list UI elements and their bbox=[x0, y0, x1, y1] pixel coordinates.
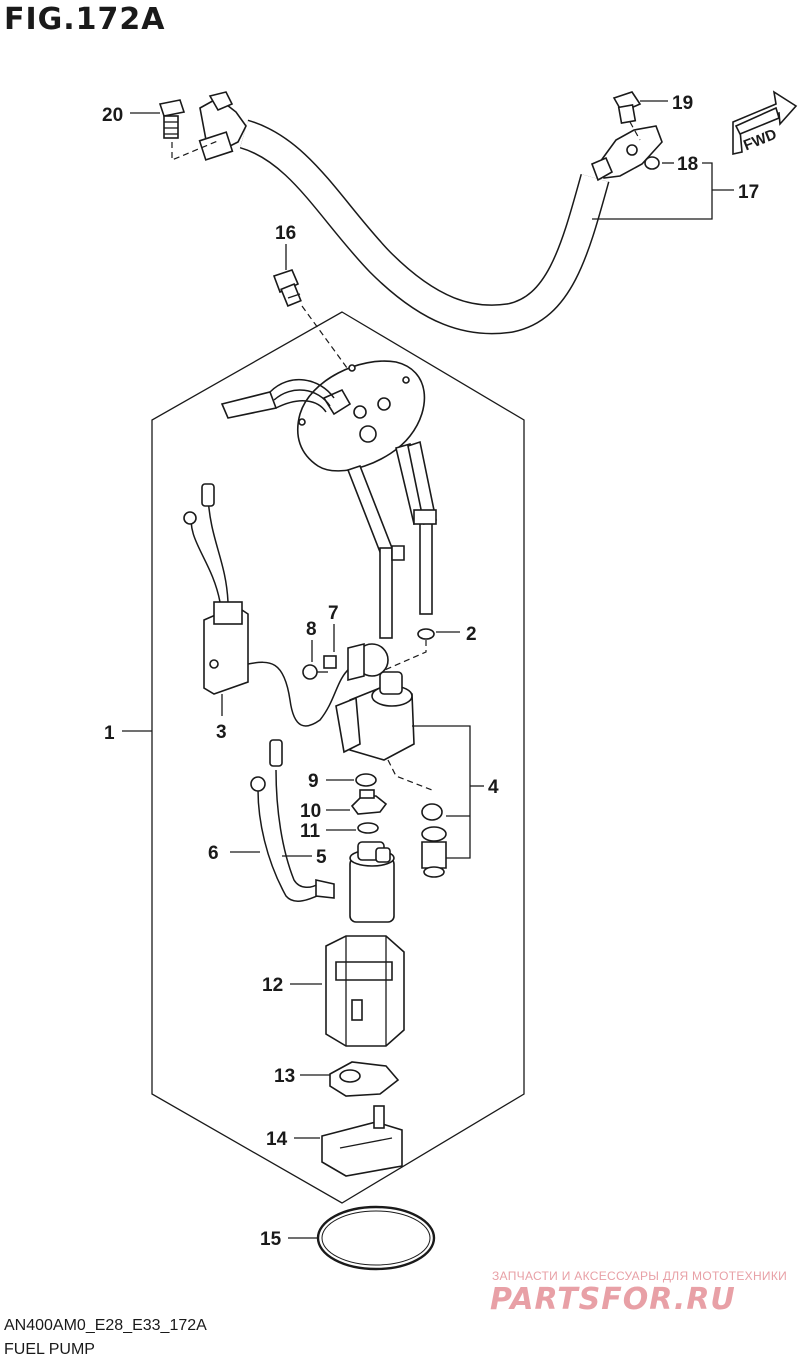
connector-3 bbox=[183, 483, 351, 727]
leader-lines bbox=[122, 100, 734, 1239]
watermark-tagline: ЗАПЧАСТИ И АКСЕССУАРЫ ДЛЯ МОТОТЕХНИКИ bbox=[492, 1269, 788, 1283]
figure-title: FIG.172A bbox=[4, 2, 166, 37]
callout-20: 20 bbox=[102, 105, 123, 126]
callout-2: 2 bbox=[466, 624, 477, 645]
callout-8: 8 bbox=[306, 619, 317, 640]
pump-bracket-12 bbox=[325, 935, 405, 1047]
fwd-arrow-icon: FWD bbox=[732, 90, 798, 155]
callout-13: 13 bbox=[274, 1066, 295, 1087]
fuel-pump-motor bbox=[349, 841, 395, 923]
watermark-brand: PARTSFOR.RU bbox=[490, 1282, 736, 1317]
callout-19: 19 bbox=[672, 93, 693, 114]
callout-14: 14 bbox=[266, 1129, 288, 1150]
bolt-16-icon bbox=[272, 269, 302, 308]
bolt-8-icon bbox=[302, 664, 328, 680]
assembly-outline bbox=[151, 311, 525, 1204]
clip-7-icon bbox=[323, 655, 337, 669]
o-ring-9-icon bbox=[355, 773, 377, 787]
callout-11: 11 bbox=[300, 821, 321, 842]
fuel-filter-13 bbox=[329, 1061, 400, 1097]
pump-housing-4 bbox=[335, 671, 415, 761]
callout-17: 17 bbox=[738, 182, 759, 203]
bolt-20-icon bbox=[158, 99, 186, 139]
callout-6: 6 bbox=[208, 843, 219, 864]
callout-1: 1 bbox=[104, 723, 115, 744]
callout-15: 15 bbox=[260, 1229, 282, 1250]
fuel-hose bbox=[198, 91, 663, 335]
bolt-19-icon bbox=[612, 91, 642, 125]
filter-clamp bbox=[347, 642, 389, 682]
valve-parts bbox=[421, 803, 447, 878]
figure-code: AN400AM0_E28_E33_172A bbox=[4, 1317, 207, 1334]
callout-4: 4 bbox=[488, 777, 499, 798]
gasket-ring-15-icon bbox=[316, 1205, 436, 1271]
callout-18: 18 bbox=[677, 154, 698, 175]
callout-7: 7 bbox=[328, 603, 339, 624]
callout-5: 5 bbox=[316, 847, 327, 868]
support-rods bbox=[346, 440, 437, 639]
o-ring-11-icon bbox=[357, 822, 379, 834]
figure-subtitle: FUEL PUMP bbox=[4, 1341, 95, 1358]
callout-12: 12 bbox=[262, 975, 283, 996]
callout-9: 9 bbox=[308, 771, 319, 792]
flange-harness bbox=[220, 378, 335, 419]
wire-set-5-6 bbox=[250, 739, 335, 902]
callout-10: 10 bbox=[300, 801, 321, 822]
callout-3: 3 bbox=[216, 722, 227, 743]
washer-2-icon bbox=[417, 628, 435, 640]
fitting-10-icon bbox=[350, 789, 388, 815]
pump-flange bbox=[296, 360, 426, 472]
holder-14 bbox=[321, 1105, 403, 1177]
washer-18-icon bbox=[644, 156, 660, 170]
callout-16: 16 bbox=[275, 223, 296, 244]
